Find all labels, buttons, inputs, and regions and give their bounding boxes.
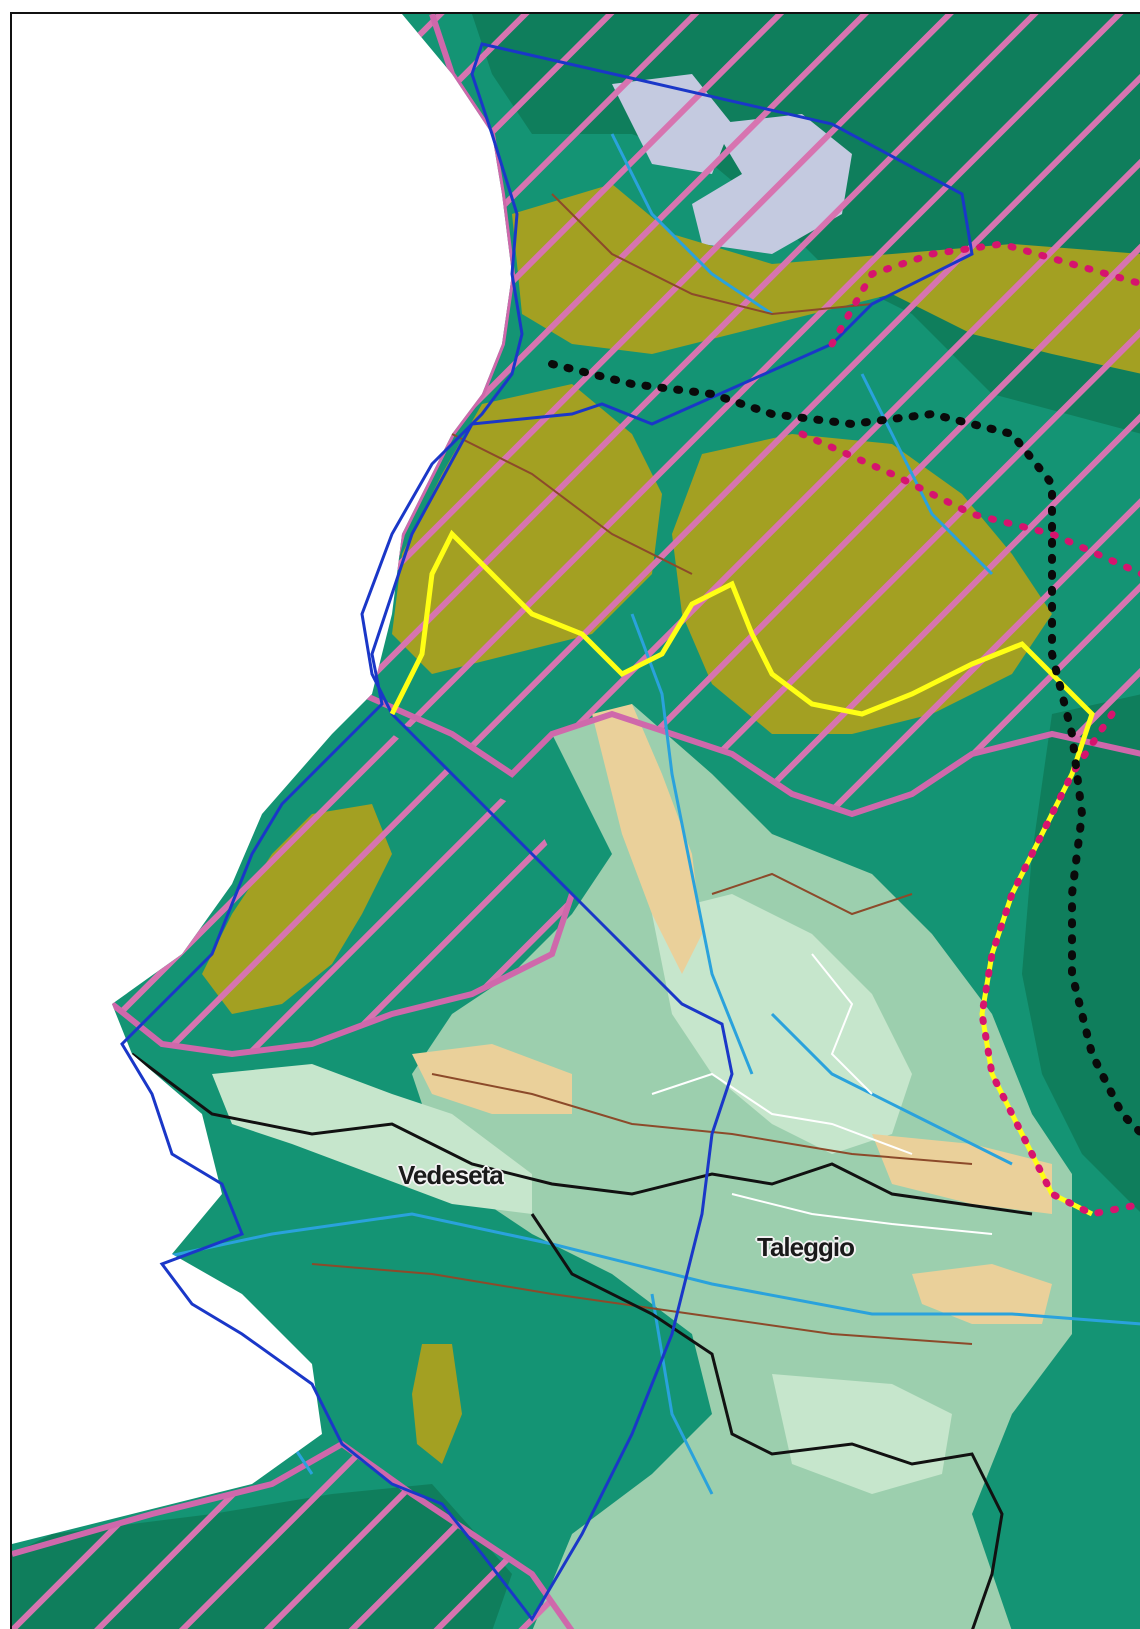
zone-boundary xyxy=(360,691,1140,818)
pale-green-area xyxy=(212,1064,532,1214)
map-frame: Vedeseta Taleggio xyxy=(10,12,1140,1629)
zone-boundary xyxy=(12,1440,575,1629)
place-label-taleggio: Taleggio xyxy=(757,1232,855,1262)
municipal-boundary xyxy=(131,1052,1033,1216)
black-dotted-boundary xyxy=(548,360,1140,1138)
pale-green-area xyxy=(772,1374,952,1494)
map-canvas[interactable] xyxy=(12,14,1140,1629)
deep-forest-area xyxy=(1022,694,1140,1214)
tan-area xyxy=(592,704,702,974)
hatched-zone xyxy=(12,1444,572,1629)
outer-boundary xyxy=(120,42,974,1622)
place-label-vedeseta: Vedeseta xyxy=(398,1160,504,1190)
hatched-zone xyxy=(362,14,1140,814)
contour-lines xyxy=(311,193,973,1345)
municipal-boundary xyxy=(530,1213,1004,1629)
road-network xyxy=(651,953,993,1235)
tan-area xyxy=(412,1044,572,1114)
tan-area xyxy=(872,1134,1052,1214)
hatched-zone xyxy=(112,734,572,1054)
olive-area xyxy=(412,1344,462,1464)
pink-dotted-boundary xyxy=(798,240,1140,1218)
river-network xyxy=(131,133,1140,1495)
tan-area xyxy=(912,1264,1052,1324)
zone-boundary xyxy=(110,893,575,1058)
